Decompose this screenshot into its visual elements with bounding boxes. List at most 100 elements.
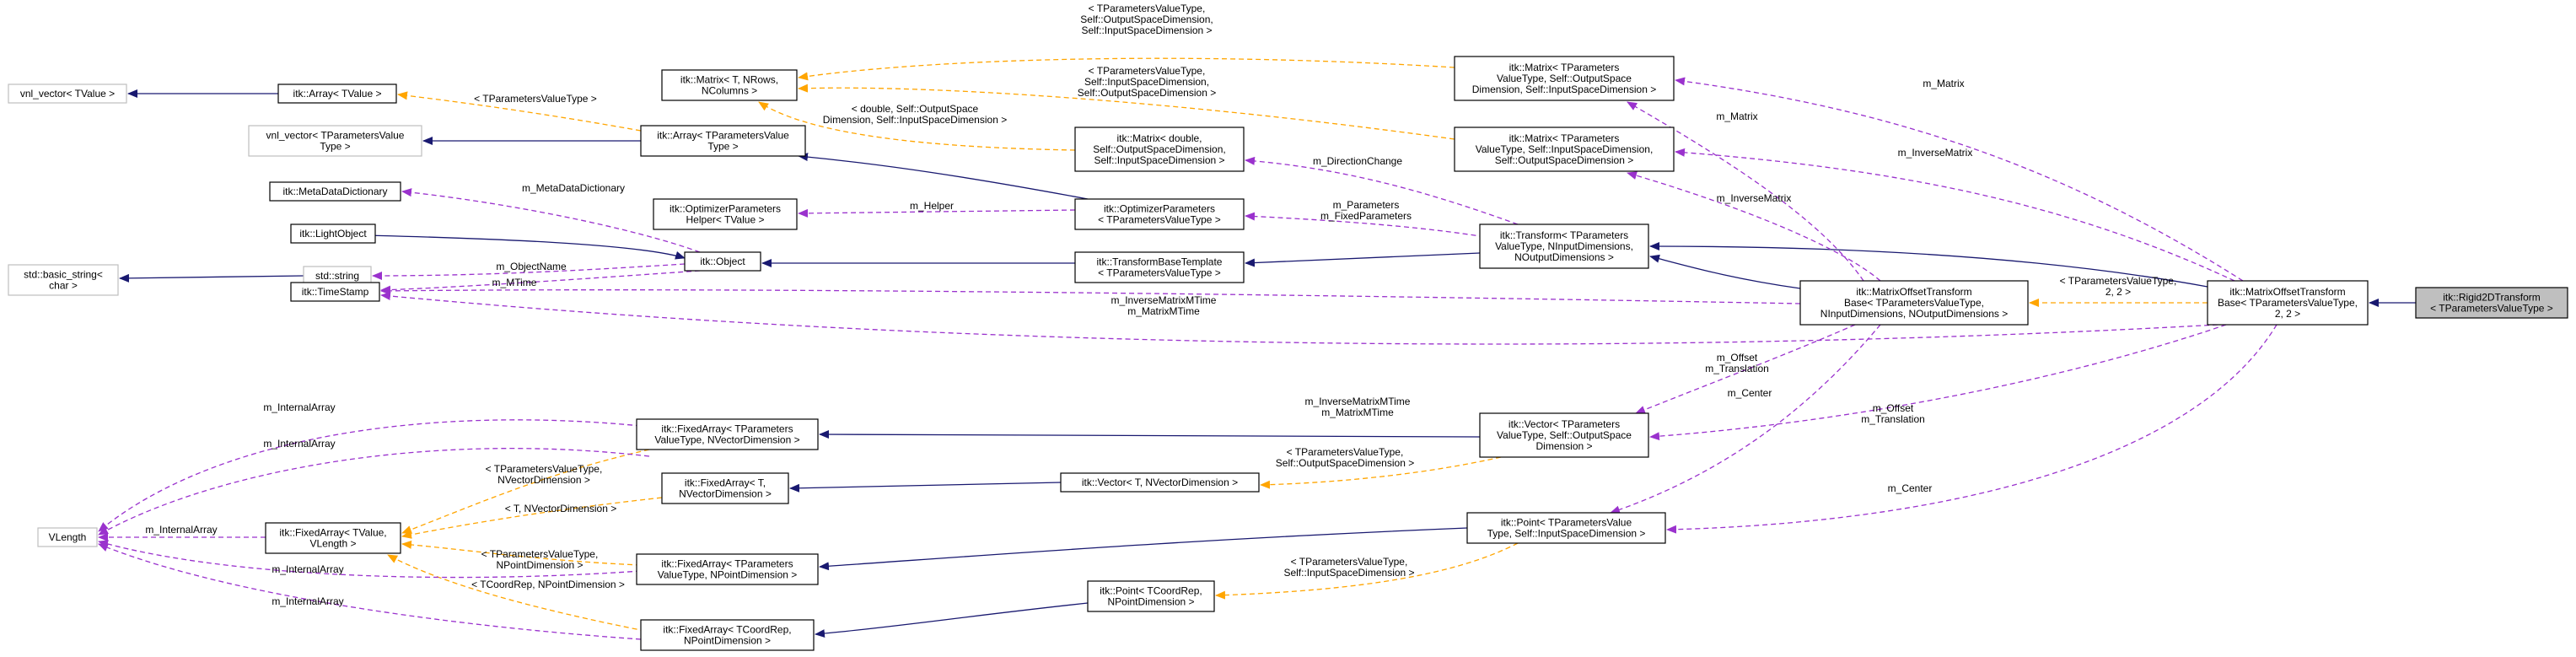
- class-node-metadatadictionary[interactable]: itk::MetaDataDictionary: [269, 181, 401, 202]
- class-node-label-line: ValueType, NPointDimension >: [658, 569, 798, 581]
- edge-label-line: < TParametersValueType,: [1089, 3, 1206, 14]
- class-node-label-line: itk::Transform< TParameters: [1500, 229, 1628, 241]
- edge-template-e27: < TParametersValueType,NVectorDimension …: [401, 449, 650, 534]
- edge-usage-e10: m_InverseMatrix: [1627, 171, 1881, 282]
- class-node-rigid2d[interactable]: itk::Rigid2DTransform< TParametersValueT…: [2415, 287, 2568, 319]
- class-node-vector-t[interactable]: itk::Vector< T, NVectorDimension >: [1060, 472, 1260, 493]
- class-node-fixedarray-tcoordrep[interactable]: itk::FixedArray< TCoordRep,NPointDimensi…: [640, 619, 815, 651]
- class-node-fixedarray-tvalue-vlength[interactable]: itk::FixedArray< TValue,VLength >: [265, 522, 401, 554]
- class-node-box: [1479, 223, 1649, 269]
- class-node-label-line: itk::Matrix< TParameters: [1509, 132, 1620, 144]
- class-node-timestamp[interactable]: itk::TimeStamp: [290, 282, 380, 302]
- class-node-fixedarray-t-nvector[interactable]: itk::FixedArray< T,NVectorDimension >: [661, 472, 789, 504]
- class-node-label-line: itk::MetaDataDictionary: [282, 186, 387, 197]
- class-node-label-line: itk::Array< TParametersValue: [657, 130, 789, 142]
- class-node-transformbasetemplate[interactable]: itk::TransformBaseTemplate< TParametersV…: [1074, 251, 1245, 283]
- class-node-std-string[interactable]: std::string: [303, 266, 372, 286]
- edge-line: [98, 448, 650, 536]
- edge-label-line: m_Matrix: [1923, 78, 1964, 89]
- edge-label-line: NVectorDimension >: [497, 474, 590, 486]
- edge-label: < T, NVectorDimension >: [505, 503, 617, 514]
- class-node-box: [248, 125, 422, 157]
- edge-label-line: m_InternalArray: [263, 401, 335, 413]
- class-node-label-line: itk::TimeStamp: [302, 286, 369, 298]
- class-node-basic-string[interactable]: std::basic_string<char >: [8, 264, 119, 296]
- class-node-box: [277, 83, 397, 104]
- class-node-object[interactable]: itk::Object: [684, 251, 761, 272]
- edge-label-line: m_Center: [1728, 387, 1772, 399]
- class-node-label-line: itk::Vector< T, NVectorDimension >: [1082, 477, 1238, 488]
- edge-line: [798, 208, 1076, 218]
- class-node-vnl-vector-tvalue[interactable]: vnl_vector< TValue >: [8, 83, 127, 104]
- class-node-point-tcoordrep[interactable]: itk::Point< TCoordRep,NPointDimension >: [1087, 580, 1215, 612]
- edge-label-line: Self::OutputSpaceDimension,: [1080, 13, 1213, 25]
- class-node-label-line: Self::InputSpaceDimension >: [1094, 154, 1224, 166]
- class-node-box: [1060, 472, 1260, 493]
- edge-label: < TParametersValueType,Self::InputSpaceD…: [1283, 556, 1414, 579]
- class-node-box: [1074, 251, 1245, 283]
- edges-layer: < TParametersValueType,Self::OutputSpace…: [98, 3, 2416, 640]
- class-node-lightobject[interactable]: itk::LightObject: [290, 223, 376, 244]
- class-node-matrix-t[interactable]: itk::Matrix< T, NRows,NColumns >: [661, 69, 798, 101]
- edge-label: m_InverseMatrix: [1898, 147, 1973, 159]
- class-node-box: [1074, 127, 1245, 172]
- edge-label-line: < TParametersValueType >: [474, 93, 597, 105]
- edge-line: [1245, 156, 1519, 225]
- edge-label: < TParametersValueType,2, 2 >: [2060, 275, 2177, 298]
- class-node-label: itk::Vector< T, NVectorDimension >: [1082, 477, 1238, 488]
- edge-label-line: m_MatrixMTime: [1321, 407, 1394, 418]
- edge-template-e31: < TParametersValueType,Self::OutputSpace…: [1260, 446, 1502, 489]
- edge-line: [1245, 252, 1481, 267]
- edge-label: m_ObjectName: [496, 261, 567, 272]
- class-node-label-line: itk::Matrix< TParameters: [1509, 62, 1620, 73]
- class-node-matrix-double[interactable]: itk::Matrix< double,Self::OutputSpaceDim…: [1074, 127, 1245, 172]
- edge-label-line: m_Helper: [910, 200, 954, 212]
- class-node-array-tvalue[interactable]: itk::Array< TValue >: [277, 83, 397, 104]
- edge-usage-e09: m_Matrix: [1627, 101, 1864, 282]
- edge-usage-e26: m_InternalArray: [98, 543, 642, 640]
- edge-line: [815, 602, 1089, 638]
- class-node-optimizerparameters-tparams[interactable]: itk::OptimizerParameters< TParametersVal…: [1074, 198, 1245, 230]
- class-node-box: [269, 181, 401, 202]
- edge-line: [1245, 212, 1502, 240]
- edge-label: < TParametersValueType,Self::OutputSpace…: [1276, 446, 1414, 469]
- class-node-box: [1479, 412, 1649, 458]
- class-node-label-line: itk::FixedArray< T,: [685, 477, 766, 489]
- edge-label-line: < TParametersValueType,: [2060, 275, 2177, 287]
- edge-line: [401, 188, 701, 253]
- edge-line: [372, 263, 686, 280]
- class-node-box: [684, 251, 761, 272]
- edge-label-line: Self::InputSpaceDimension,: [1084, 76, 1209, 88]
- class-node-label-line: Self::OutputSpaceDimension,: [1093, 143, 1225, 155]
- class-node-label: itk::FixedArray< T,NVectorDimension >: [679, 477, 772, 500]
- class-node-box: [661, 472, 789, 504]
- edge-label: < TParametersValueType >: [474, 93, 597, 105]
- class-node-label-line: VLength: [49, 531, 87, 543]
- edge-line: [380, 286, 1801, 304]
- edge-label: m_DirectionChange: [1313, 155, 1402, 167]
- class-node-vlength[interactable]: VLength: [37, 527, 98, 547]
- edge-line: [1649, 324, 2227, 441]
- edge-line: [401, 540, 642, 566]
- class-node-label-line: NVectorDimension >: [679, 488, 772, 500]
